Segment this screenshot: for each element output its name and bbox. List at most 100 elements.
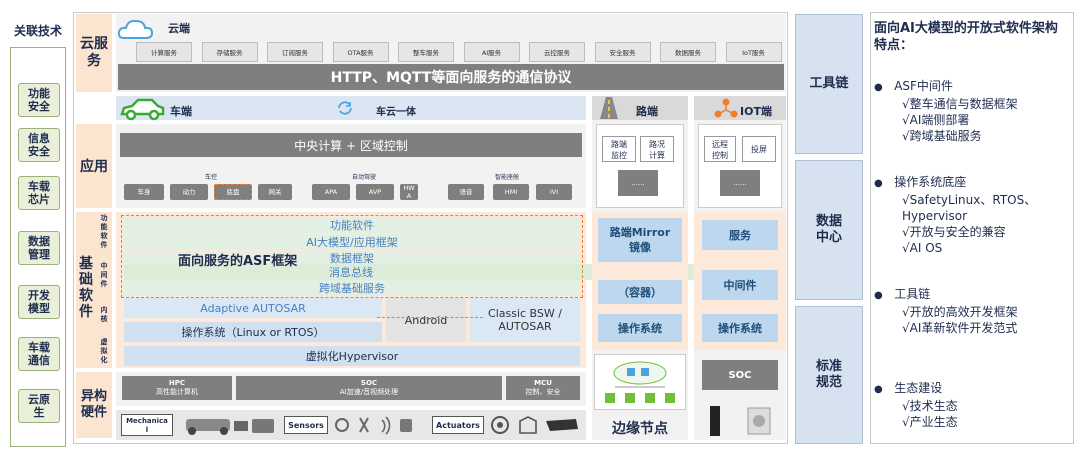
iot-middleware-box: 中间件 (702, 270, 778, 300)
actuator-icons (491, 416, 578, 434)
cloud-section-label: 云服 务 (76, 14, 112, 92)
feature-toolchain-item: √AI革新软件开发范式 (902, 321, 1018, 335)
feature-asf-title: ASF中间件 (894, 79, 953, 93)
iot-os-box: 操作系统 (702, 314, 778, 342)
features-title: 面向AI大模型的开放式软件架构特点： (874, 21, 1058, 53)
hpc-sub: 高性能计算机 (156, 388, 198, 396)
cloud-service-item: 数据服务 (660, 42, 716, 62)
base-sw-label: 基 础 软 件 (79, 256, 93, 320)
left-bar-item: 车载 通信 (18, 337, 60, 371)
edge-node-diagram (594, 354, 686, 410)
edge-node-label: 边缘节点 (612, 421, 668, 437)
classic-bsw-box: Classic BSW / AUTOSAR (470, 298, 580, 342)
mechanical-box: Mechanica l (121, 414, 173, 436)
group-label-cockpit: 智能座舱 (495, 174, 520, 181)
soc-label: SOC (360, 379, 378, 387)
cloud-service-item: 计算服务 (136, 42, 192, 62)
base-sw-sublabel: 虚 拟 化 (100, 338, 108, 364)
vehicle-title: 车端 (170, 105, 192, 118)
app-item: 网关 (258, 184, 292, 200)
standard-block: 标准 规范 (795, 306, 863, 444)
asf-framework-label: 面向服务的ASF框架 (178, 254, 298, 269)
feature-ecosystem-title: 生态建设 (894, 381, 943, 395)
android-box: Android (386, 298, 466, 342)
app-item: 底盘 (214, 184, 252, 200)
data-fw-row: 数据框架 (124, 251, 580, 265)
road-os-box: 操作系统 (598, 314, 682, 342)
kernel-dashed-line (377, 317, 483, 318)
datacenter-block: 数据 中心 (795, 160, 863, 300)
base-sw-sublabel: 中 间 件 (100, 262, 108, 288)
iot-service-box: 服务 (702, 220, 778, 250)
actuators-box: Actuators (432, 416, 484, 434)
iot-soc-box: SOC (702, 360, 778, 390)
mcu-sub: 控制、安全 (525, 388, 561, 396)
cloud-service-item: IoT服务 (725, 42, 782, 62)
sync-icon (338, 101, 352, 115)
road-icon (600, 97, 618, 119)
cloud-service-item: 安全服务 (594, 42, 651, 62)
base-sw-section-label: 基 础 软 件 (76, 212, 112, 368)
iot-icon (714, 98, 738, 118)
cloud-service-item: 存储服务 (201, 42, 258, 62)
app-item: IVI (536, 184, 572, 200)
cloud-vehicle-label: 车云一体 (376, 107, 416, 118)
cloud-service-item: OTA服务 (332, 42, 389, 62)
feature-toolchain-title: 工具链 (894, 287, 931, 301)
hw-section-label: 异构 硬件 (76, 372, 112, 438)
app-item: APA (312, 184, 350, 200)
hpc-label: HPC (168, 379, 186, 387)
feature-asf-item: √跨域基础服务 (902, 129, 982, 143)
left-bar-item: 开发 模型 (18, 285, 60, 319)
feature-os-item: √SafetyLinux、RTOS、Hypervisor (902, 193, 1037, 223)
cross-domain-row: 跨域基础服务 (124, 280, 580, 296)
left-bar-item: 车载 芯片 (18, 176, 60, 210)
feature-os-item: √AI OS (902, 241, 943, 255)
feature-toolchain-item: √开放的高效开发框架 (902, 305, 1018, 319)
app-item: HMI (493, 184, 529, 200)
cloud-service-item: 云控服务 (529, 42, 585, 62)
road-mirror-box: 路端Mirror 镜像 (598, 218, 682, 262)
app-item: 动力 (170, 184, 208, 200)
cloud-service-item: AI服务 (463, 42, 520, 62)
adaptive-autosar-row: Adaptive AUTOSAR (124, 298, 382, 318)
iot-more-box: ...... (720, 170, 760, 196)
app-section-label: 应用 (76, 124, 112, 208)
asf-dashed-frame (121, 215, 583, 298)
iot-device-icons (710, 406, 771, 436)
app-item: 车身 (124, 184, 164, 200)
feature-os-title: 操作系统底座 (894, 175, 967, 189)
feature-asf-item: √AI端侧部署 (902, 113, 970, 127)
soc-sub: AI加速/音视频处理 (339, 388, 399, 396)
cloud-service-item: 订阅服务 (267, 42, 323, 62)
sensor-icons (335, 416, 412, 435)
cloud-title: 云端 (168, 22, 190, 35)
road-monitor-box: 路端 监控 (602, 136, 636, 162)
msg-bus-label: 消息总线 (329, 266, 373, 279)
cloud-icon (117, 19, 154, 39)
features-panel (870, 12, 1074, 444)
hypervisor-row: 虚拟化Hypervisor (124, 346, 580, 366)
left-bar-item: 信息 安全 (18, 128, 60, 162)
left-bar-title: 关联技术 (13, 24, 62, 38)
func-sw-row: 功能软件 (124, 217, 580, 233)
iot-screen-box: 投屏 (742, 136, 776, 162)
base-sw-sublabel: 功 能 软 件 (100, 214, 108, 249)
app-item: AVP (356, 184, 394, 200)
iot-header (694, 96, 786, 120)
iot-remote-box: 远程 控制 (704, 136, 736, 162)
main-frame (73, 12, 788, 444)
car-icon (120, 98, 165, 121)
group-label-autodrive: 自动驾驶 (352, 174, 377, 181)
toolchain-block: 工具链 (795, 14, 863, 154)
feature-ecosystem-item: √产业生态 (902, 415, 958, 429)
left-bar-item: 云原 生 (18, 389, 60, 423)
base-sw-sublabel: 内 核 (100, 306, 108, 323)
cloud-service-item: 整车服务 (398, 42, 454, 62)
road-compute-box: 路况 计算 (640, 136, 674, 162)
app-item: 语音 (448, 184, 484, 200)
feature-asf-item: √整车通信与数据框架 (902, 97, 1018, 111)
